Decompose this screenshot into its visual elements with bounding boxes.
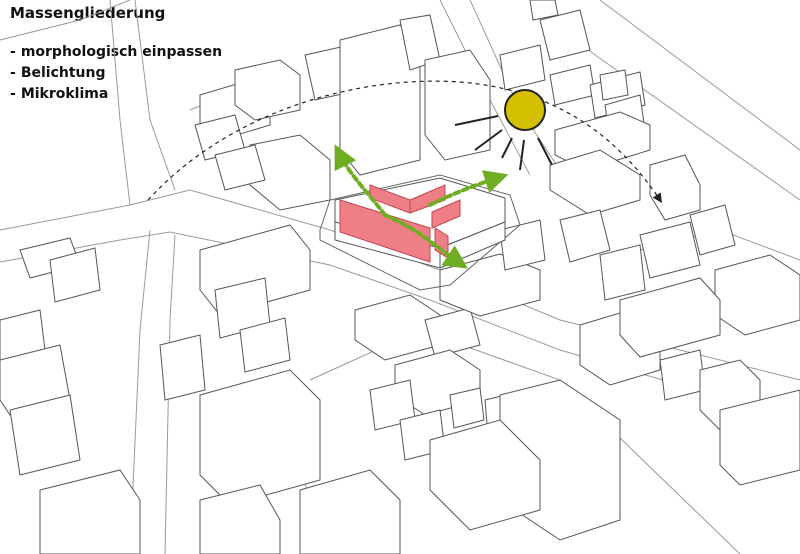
airflow-arrows [334, 144, 509, 269]
highlighted-facades [339, 184, 461, 263]
sun-path-arrow [147, 80, 662, 203]
aspect-item: -morphologisch einpassen [10, 44, 223, 60]
aspects-list: -morphologisch einpassen -Belichtung -Mi… [10, 42, 222, 105]
sun-icon [454, 89, 553, 171]
diagram-title: Massengliederung [10, 4, 166, 22]
aspect-item: -Mikroklima [10, 86, 109, 102]
aspect-item: -Belichtung [10, 65, 106, 81]
